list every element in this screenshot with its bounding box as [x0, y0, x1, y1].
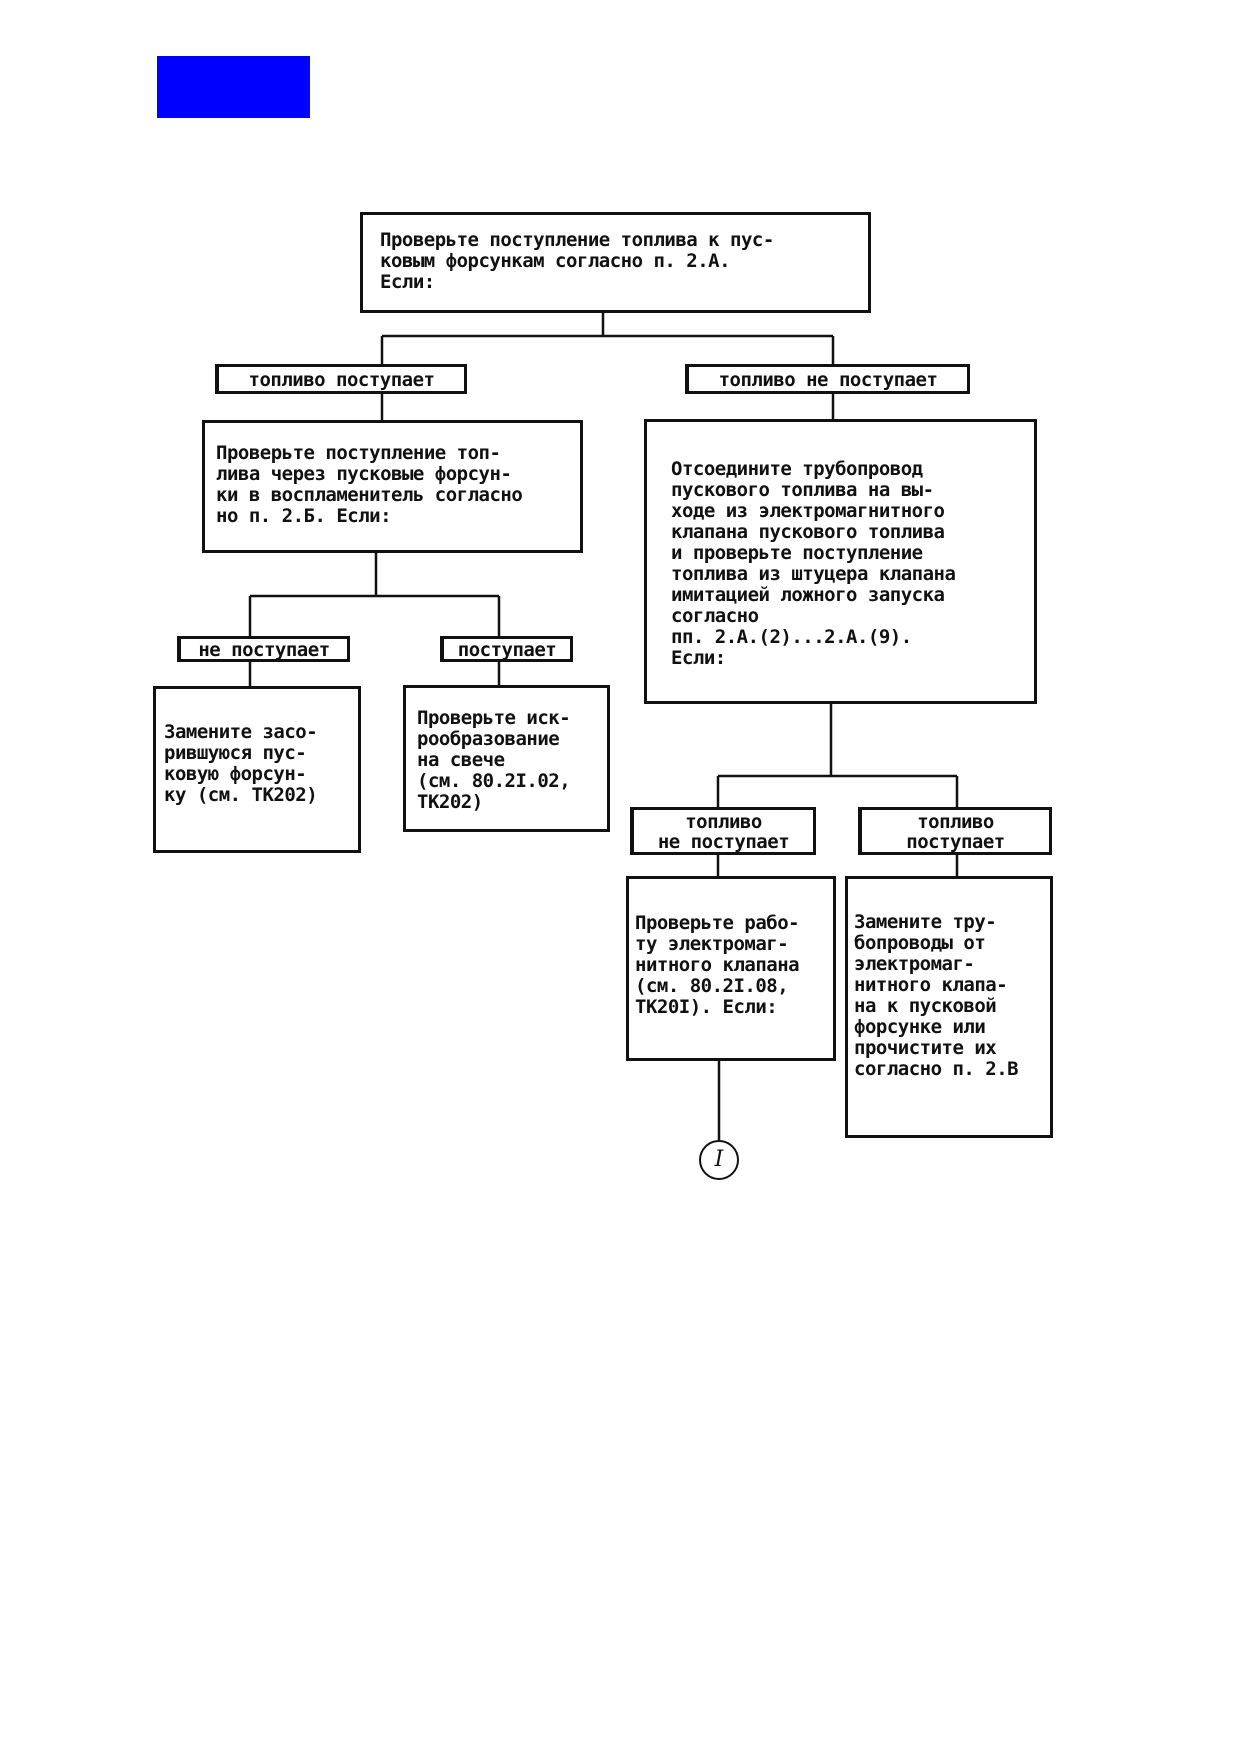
check-spark-box: Проверьте иск- рообразование на свече (с…: [403, 685, 610, 832]
branch-label-fuel-flows-2: топливо поступает: [858, 807, 1052, 855]
top-check-box: Проверьте поступление топлива к пус- ков…: [360, 212, 871, 313]
pipeline-check-box: Отсоедините трубопровод пускового топлив…: [644, 419, 1037, 704]
injector-check-box: Проверьте поступление топ- лива через пу…: [202, 420, 583, 553]
continuation-connector: I: [699, 1140, 739, 1180]
replace-pipelines-box: Замените тру- бопроводы от электромаг- н…: [845, 876, 1053, 1138]
check-valve-box: Проверьте рабо- ту электромаг- нитного к…: [626, 876, 836, 1061]
branch-label-fuel-not-flowing: топливо не поступает: [685, 364, 970, 394]
replace-injector-box: Замените засо- рившуюся пус- ковую форсу…: [153, 686, 361, 853]
branch-label-fuel-not-flowing-2: топливо не поступает: [630, 807, 816, 855]
branch-label-fuel-flows: топливо поступает: [215, 364, 467, 394]
branch-label-not-flowing: не поступает: [177, 636, 350, 662]
header-block: [157, 56, 310, 118]
branch-label-flowing: поступает: [440, 636, 573, 662]
